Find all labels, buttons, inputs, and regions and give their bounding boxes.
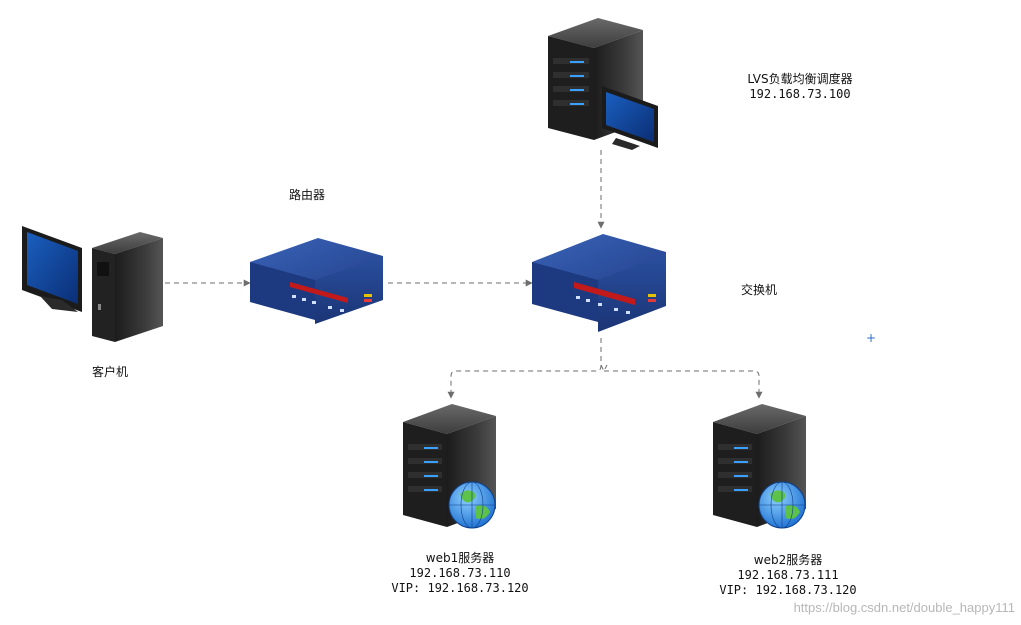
web1-label: web1服务器 [425,551,495,565]
client-label: 客户机 [91,365,128,379]
lvs-server-icon [548,18,658,150]
web2-label: web2服务器 [753,553,823,567]
web2-label-group: web2服务器 192.168.73.111 VIP: 192.168.73.1… [703,553,873,598]
lvs-ip: 192.168.73.100 [749,87,851,101]
globe-icon [448,481,496,529]
web1-server-icon [403,404,496,529]
router-label: 路由器 [288,188,325,202]
web1-label-group: web1服务器 192.168.73.110 VIP: 192.168.73.1… [375,551,545,596]
web2-vip: VIP: 192.168.73.120 [719,583,857,597]
watermark: https://blog.csdn.net/double_happy111 [793,600,1015,615]
web2-ip: 192.168.73.111 [737,568,839,582]
lvs-label: LVS负载均衡调度器 [747,72,853,86]
lvs-label-group: LVS负载均衡调度器 192.168.73.100 [735,72,865,102]
web1-vip: VIP: 192.168.73.120 [391,581,529,595]
crosshair-cursor-icon: + [866,331,877,345]
globe-icon [758,481,806,529]
switch-label: 交换机 [740,283,777,297]
client-pc-icon [22,226,163,342]
switch-icon [532,234,666,332]
web2-server-icon [713,404,806,529]
web1-ip: 192.168.73.110 [409,566,511,580]
edge-switch-webs [447,338,763,399]
router-icon [250,238,383,324]
